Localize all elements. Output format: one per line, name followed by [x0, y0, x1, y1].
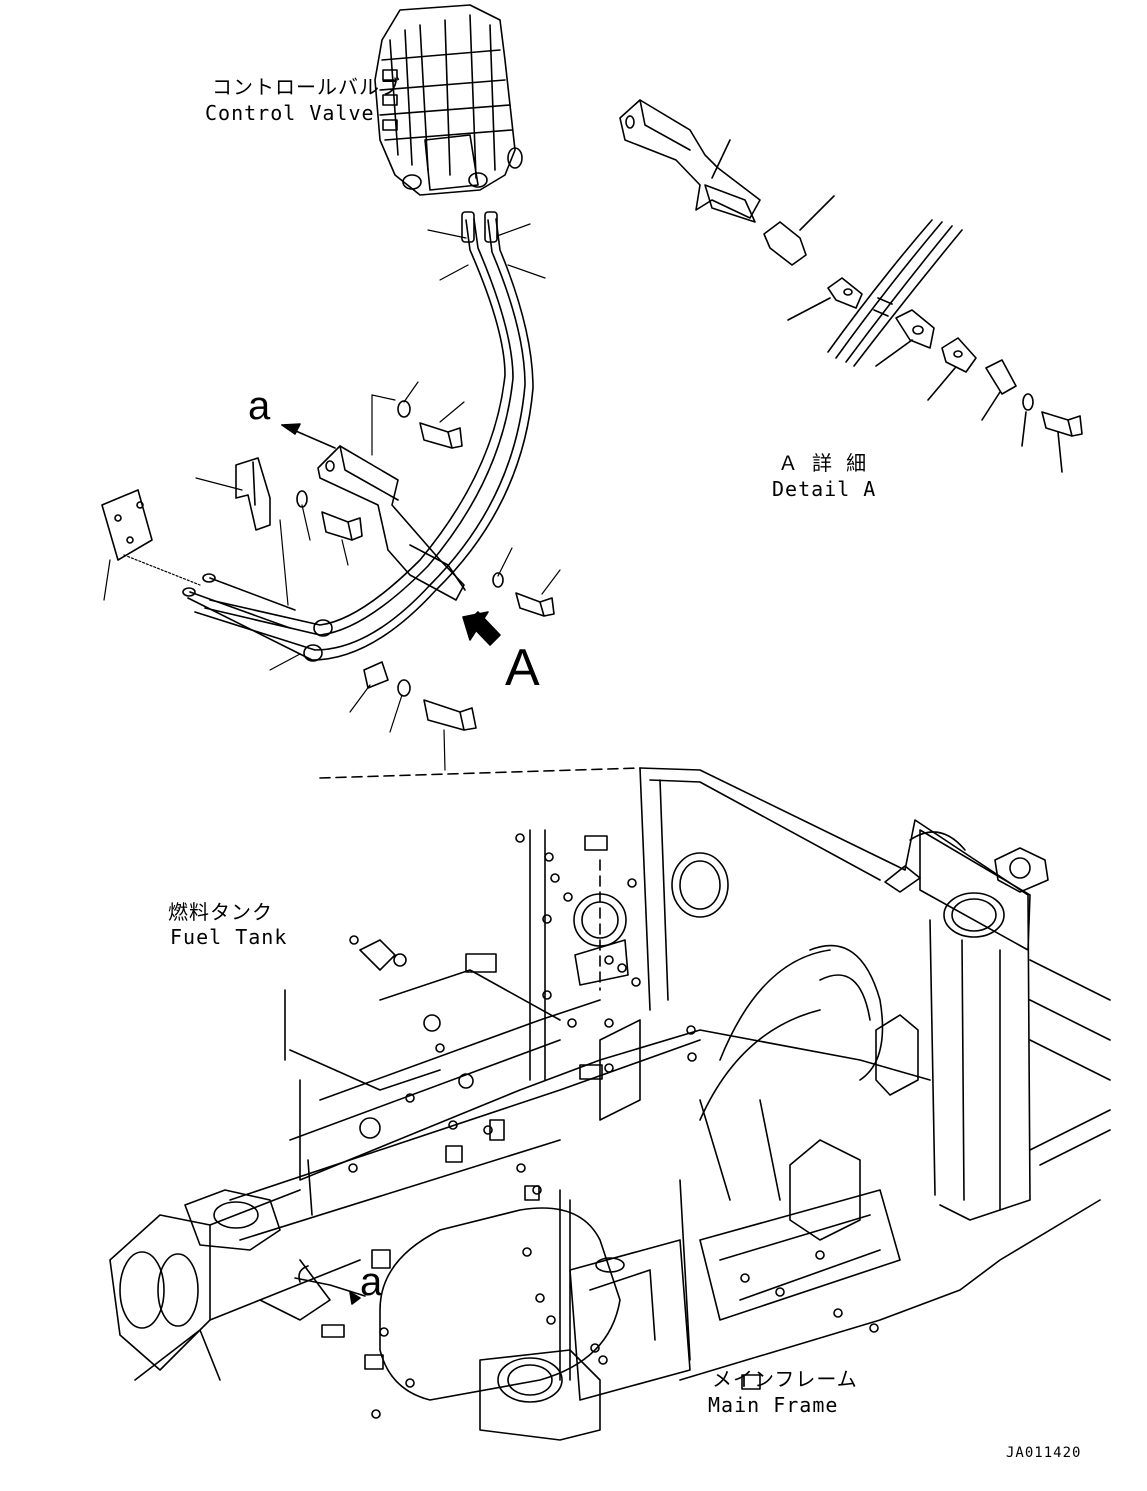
fuel-tank-label-jp: 燃料タンク — [168, 900, 273, 924]
view-arrow-A — [462, 611, 501, 646]
drawing-code: JA011420 — [1006, 1445, 1082, 1461]
main-frame-drawing — [109, 767, 1111, 1441]
control-valve-label-jp: コントロールバルブ — [212, 75, 401, 99]
view-letter-A: A — [505, 639, 540, 697]
ref-a-bottom: a — [360, 1260, 383, 1304]
control-valve-label-en: Control Valve — [205, 101, 375, 125]
ref-a-top: a — [248, 384, 271, 428]
control-valve-drawing — [374, 4, 523, 196]
detail-a-label-jp: Ａ 詳 細 — [778, 451, 868, 475]
detail-a-label-en: Detail A — [772, 477, 877, 501]
main-frame-label-en: Main Frame — [708, 1393, 839, 1417]
hoses-drawing — [182, 211, 534, 662]
arrow-a-top — [281, 423, 336, 449]
detail-a-drawing — [619, 99, 1083, 473]
leader-lines — [103, 223, 561, 771]
bracket-drawing — [101, 445, 466, 689]
main-frame-label-jp: メインフレーム — [712, 1367, 858, 1391]
fuel-tank-label-en: Fuel Tank — [170, 925, 288, 949]
